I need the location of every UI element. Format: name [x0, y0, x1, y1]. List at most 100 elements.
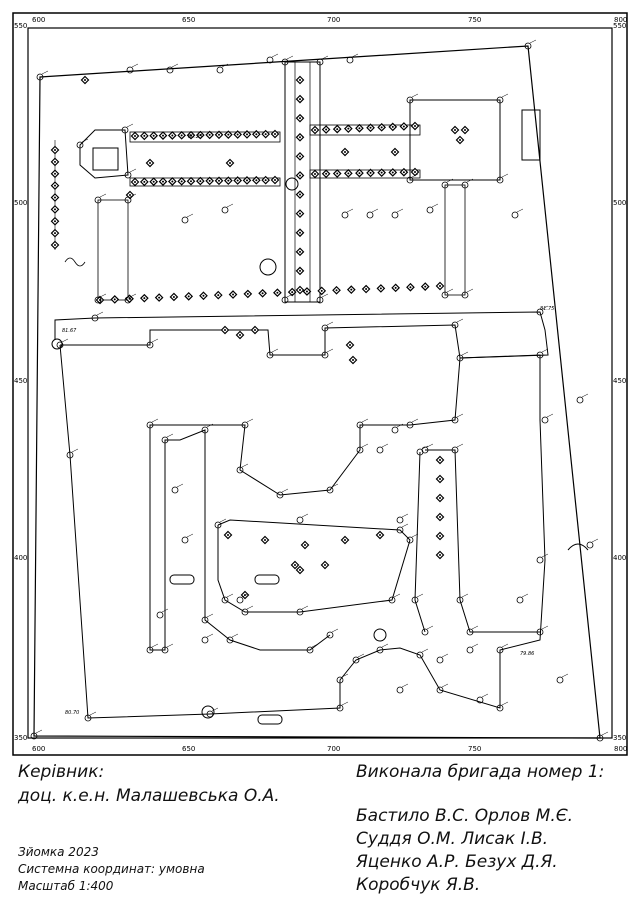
tree-row-1 — [129, 131, 281, 143]
right-wing-inner — [414, 451, 426, 633]
x-grid-label: 750 — [468, 745, 481, 753]
tree-symbol — [340, 147, 350, 157]
plot-label: 81.75 — [540, 306, 554, 312]
right-path — [444, 184, 466, 296]
tree-symbol — [205, 130, 215, 140]
survey-point — [30, 729, 43, 740]
tree-symbol — [223, 130, 233, 140]
map-scale: Масштаб 1:400 — [18, 879, 114, 893]
survey-point — [376, 643, 389, 654]
tree-symbol — [233, 130, 243, 139]
survey-point — [126, 63, 139, 74]
survey-point — [226, 633, 239, 644]
survey-point — [496, 93, 509, 104]
x-grid-label: 650 — [182, 745, 195, 753]
survey-point — [94, 193, 107, 204]
survey-point — [336, 701, 349, 712]
y-grid-label: 500 — [613, 199, 626, 207]
survey-point — [396, 683, 409, 694]
y-grid-label: 350 — [613, 734, 626, 742]
plot-label: 80.23 — [188, 134, 202, 140]
x-grid-label: 750 — [468, 16, 481, 24]
survey-point — [336, 673, 349, 684]
tree-symbol — [295, 132, 305, 142]
survey-point — [241, 605, 254, 616]
tree-symbol — [186, 176, 196, 186]
tree-symbol — [390, 147, 400, 157]
tree-symbol — [332, 169, 342, 178]
tree-symbol — [220, 325, 230, 335]
tree-symbol — [50, 228, 60, 238]
tree-symbol — [345, 340, 355, 350]
survey-point — [416, 445, 429, 456]
tree-symbol — [243, 289, 253, 299]
survey-point — [536, 305, 549, 316]
survey-point — [366, 208, 379, 219]
plot-label: 80.70 — [65, 710, 79, 716]
bench-1 — [169, 574, 195, 585]
tree-symbol — [310, 169, 320, 179]
survey-point — [496, 173, 509, 184]
tree-symbol — [366, 123, 375, 133]
survey-point — [201, 613, 214, 624]
tree-symbol — [320, 560, 330, 570]
tree-symbol — [186, 130, 196, 140]
survey-point — [321, 348, 334, 359]
tree-symbol — [366, 168, 375, 178]
survey-point — [94, 293, 107, 304]
wave-path — [64, 257, 86, 267]
tree-symbol — [50, 193, 60, 202]
tree-symbol — [321, 125, 331, 134]
survey-point — [421, 443, 434, 454]
tree-symbol — [295, 75, 305, 85]
survey-point — [406, 533, 419, 544]
survey-point — [456, 593, 469, 604]
tree-symbol — [295, 152, 305, 161]
tree-symbol — [361, 284, 371, 294]
tree-symbol — [242, 176, 252, 185]
tree-row-2 — [309, 124, 421, 136]
survey-point — [221, 203, 234, 214]
tree-symbol — [258, 288, 267, 298]
tree-symbol — [235, 330, 245, 340]
tree-symbol — [435, 550, 445, 560]
survey-point — [156, 608, 169, 619]
survey-point — [436, 683, 449, 694]
survey-point — [266, 348, 279, 359]
right-wing — [425, 449, 540, 633]
tree-symbol — [391, 283, 401, 293]
flower-bed — [259, 258, 277, 276]
survey-point — [321, 321, 334, 332]
survey-point — [171, 483, 184, 494]
tree-symbol — [410, 121, 420, 131]
leader-name: доц. к.е.н. Малашевська О.А. — [18, 786, 280, 806]
upper-right-small — [521, 109, 541, 161]
tree-symbol — [154, 293, 164, 302]
tree-symbol — [167, 131, 177, 140]
tree-symbol — [455, 135, 465, 145]
survey-point — [476, 693, 489, 704]
tree-symbol — [199, 291, 208, 301]
survey-point — [316, 293, 329, 304]
tree-symbol — [158, 177, 168, 186]
survey-point — [391, 423, 404, 434]
survey-point — [84, 711, 97, 722]
left-path — [97, 199, 129, 301]
tree-symbol — [300, 540, 310, 550]
survey-point — [456, 351, 469, 362]
x-grid-label: 600 — [32, 745, 45, 753]
tree-symbol — [250, 325, 260, 335]
y-grid-label: 400 — [613, 554, 626, 562]
survey-point — [524, 39, 537, 50]
survey-point — [266, 53, 279, 64]
tree-symbol — [50, 240, 60, 250]
survey-point — [541, 413, 554, 424]
tree-symbol — [167, 177, 177, 186]
tree-symbol — [435, 455, 445, 465]
survey-point — [441, 288, 454, 299]
survey-point — [416, 648, 429, 659]
x-grid-label: 600 — [32, 16, 45, 24]
survey-point — [124, 168, 137, 179]
brigade-label: Виконала бригада номер 1: — [356, 762, 605, 782]
